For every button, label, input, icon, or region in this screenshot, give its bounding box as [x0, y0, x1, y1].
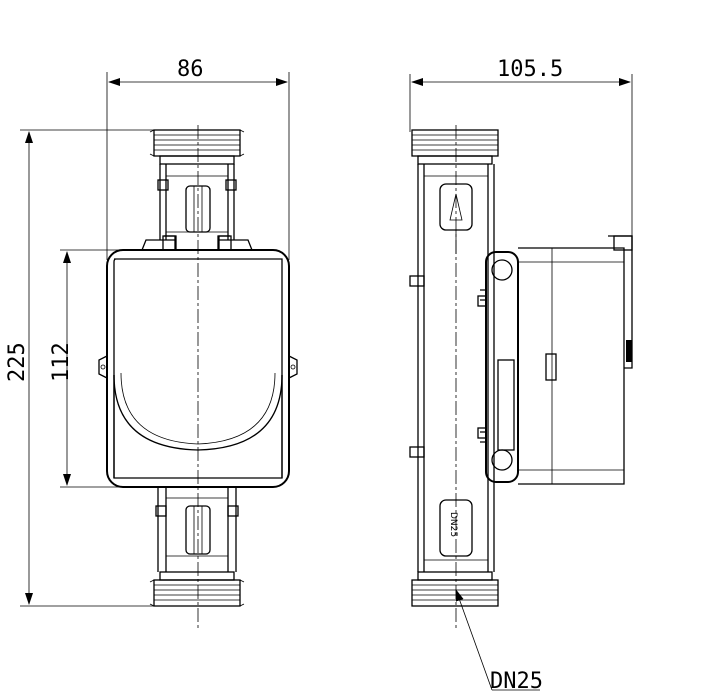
front-view: 86 225 112: [5, 57, 298, 628]
front-meter-body: [98, 249, 298, 488]
side-top-thread: [411, 129, 499, 165]
dimension-label-112: 112: [49, 342, 74, 382]
flow-direction-icon: [449, 193, 463, 221]
dimension-front-width: 86: [106, 57, 290, 260]
dimension-side-width: 105.5: [409, 57, 633, 240]
dimension-label-86: 86: [177, 57, 204, 82]
body-marking-dn25: DN25: [448, 512, 458, 537]
dimension-label-105-5: 105.5: [497, 57, 563, 82]
side-meter-head: [477, 235, 633, 485]
dimension-label-225: 225: [5, 342, 30, 382]
side-pipe-body: [409, 164, 495, 572]
front-bottom-cage: [155, 487, 239, 572]
callout-label-dn25: DN25: [490, 669, 543, 694]
side-bottom-thread: [411, 571, 499, 607]
side-view: 105.5 DN25: [409, 57, 633, 694]
front-body-connector: [141, 235, 253, 251]
side-flow-arrow: [439, 183, 473, 254]
front-bottom-thread: [149, 571, 245, 607]
dn25-callout: DN25: [455, 589, 543, 694]
dimension-front-body-height: 112: [49, 249, 130, 488]
front-top-cage: [157, 164, 237, 240]
side-dn25-marking: DN25: [439, 499, 473, 557]
dimension-front-height-total: 225: [5, 129, 160, 607]
front-top-thread: [149, 129, 245, 165]
